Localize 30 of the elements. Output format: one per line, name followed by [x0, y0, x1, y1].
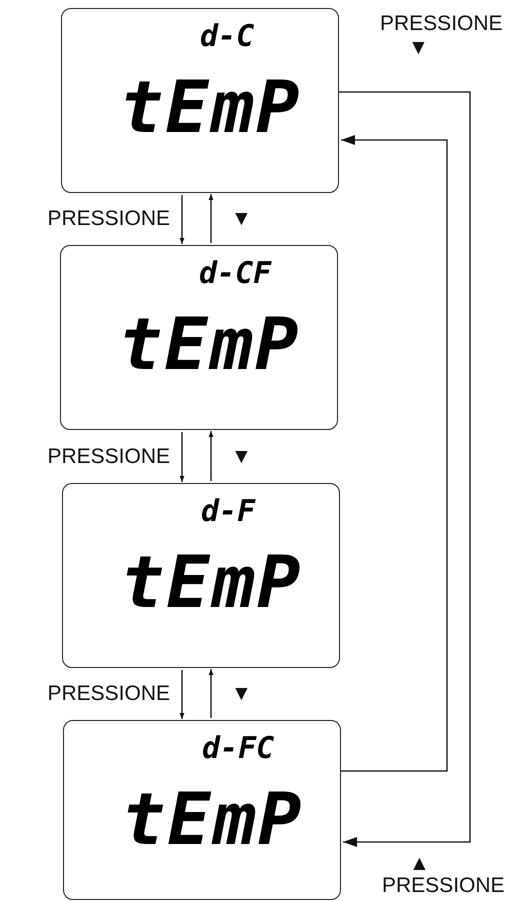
display-mode-text: d-CF [199, 258, 272, 290]
arrow [180, 432, 184, 482]
display-reading-text: tEmP [119, 306, 300, 382]
arrow [341, 135, 448, 772]
note-text: PRESSIONE [382, 874, 505, 898]
edge-label: ▼ [231, 682, 252, 706]
edge-label: PRESSIONE [47, 682, 170, 706]
edge-label: ▼ [231, 207, 252, 231]
lcd-display-box [62, 483, 340, 668]
display-reading-text: tEmP [121, 544, 302, 620]
lcd-display-box [63, 720, 341, 900]
arrow [180, 670, 184, 719]
lcd-display-box [61, 8, 339, 193]
edge-label: PRESSIONE [47, 444, 170, 468]
arrow [208, 669, 214, 718]
arrow [339, 91, 471, 847]
edge-label: PRESSIONE [47, 207, 170, 231]
arrow [208, 431, 214, 481]
display-reading-text: tEmP [120, 69, 302, 145]
display-mode-text: d-F [201, 496, 256, 528]
note-text: PRESSIONE [380, 12, 503, 36]
display-mode-text: d-FC [202, 733, 274, 765]
display-mode-text: d-C [200, 21, 254, 53]
arrow [208, 194, 214, 243]
arrow [180, 195, 184, 244]
display-reading-text: tEmP [122, 781, 304, 857]
lcd-display-box [60, 245, 338, 430]
button-symbol: ▲ [409, 852, 430, 876]
edge-label: ▼ [231, 444, 252, 468]
button-symbol: ▼ [408, 36, 429, 60]
